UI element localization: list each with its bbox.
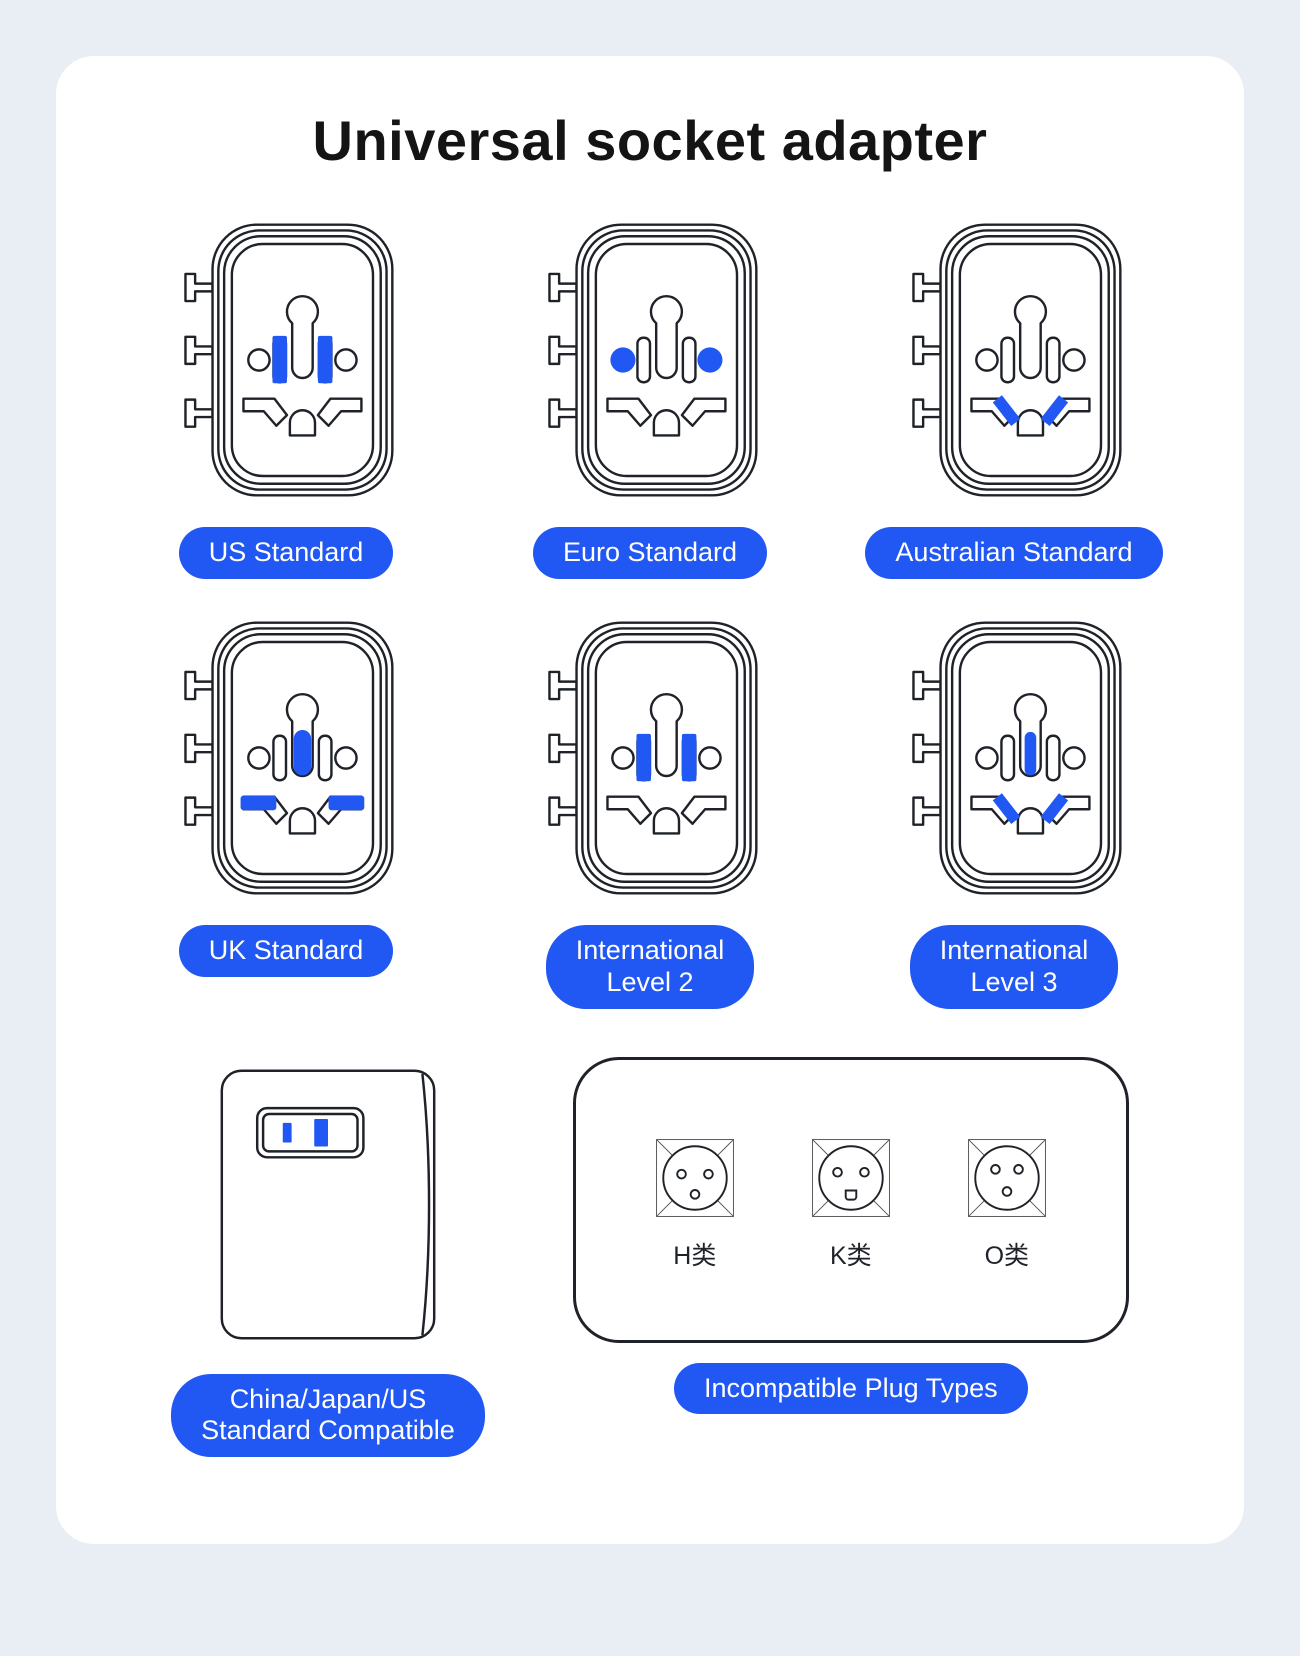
socket-label-australian: Australian Standard [865,527,1163,579]
australian-pins-highlight [992,395,1069,427]
socket-label-us: US Standard [178,527,394,579]
infographic-card: Universal socket adapter US Standard [56,56,1244,1544]
socket-label-euro: Euro Standard [532,527,768,579]
plug-item-k: K类 [788,1128,914,1272]
socket-grid: US Standard Euro Standard [104,215,1196,1009]
incompatible-column: H类 [572,1056,1129,1415]
plug-k-icon [811,1138,890,1217]
adapter-slots-highlight [282,1118,328,1147]
socket-cell-us: US Standard [170,215,402,579]
socket-illustration-international-level-2 [548,621,758,895]
euro-pins-highlight [610,347,723,373]
plug-h-label: H类 [673,1241,717,1270]
international-level-2-pins-highlight [636,733,697,782]
socket-label-uk: UK Standard [178,924,394,977]
plug-item-o: O类 [944,1128,1070,1272]
incompatible-box: H类 [572,1056,1129,1343]
plug-h-icon [655,1138,734,1217]
socket-illustration-australian [912,223,1122,497]
uk-pins-highlight [240,729,365,811]
international-level-3-pins-highlight [992,731,1069,824]
socket-illustration-euro [548,223,758,497]
socket-cell-uk: UK Standard [170,613,402,1009]
plug-o-label: O类 [984,1241,1030,1270]
incompatible-label: Incompatible Plug Types [673,1362,1028,1415]
us-pins-highlight [272,335,333,384]
socket-illustration-uk [184,621,394,895]
socket-illustration-international-level-3 [912,621,1122,895]
plug-k-label: K类 [829,1241,872,1270]
socket-cell-euro: Euro Standard [532,215,768,579]
socket-illustration-us [184,223,394,497]
adapter-illustration [220,1069,436,1340]
socket-cell-australian: Australian Standard [865,215,1163,579]
page-title: Universal socket adapter [312,109,988,172]
plug-item-h: H类 [632,1128,758,1272]
plug-o-icon [967,1138,1046,1217]
